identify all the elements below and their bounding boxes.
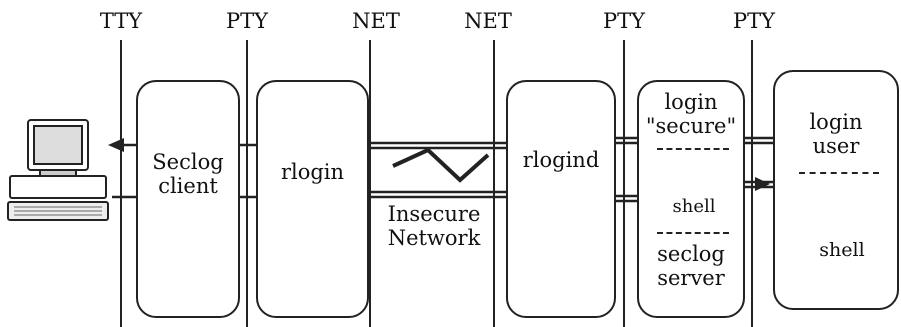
seclog-server-line-1: seclog	[657, 242, 725, 266]
network-label-line-1: Insecure	[387, 202, 481, 226]
rlogind-label: rlogind	[522, 148, 600, 172]
label-pty-3: PTY	[733, 9, 775, 33]
label-pty-2: PTY	[603, 9, 645, 33]
seclog-server-line-2: server	[657, 266, 725, 290]
secure-login-box: login "secure" shell seclog server	[637, 80, 745, 318]
rlogin-box: rlogin	[256, 80, 369, 318]
rlogin-label: rlogin	[280, 160, 345, 184]
secure-login-line-2: "secure"	[645, 114, 737, 138]
user-login-line-1: login	[809, 110, 863, 134]
seclog-client-line-2: client	[158, 174, 218, 198]
seclog-client-box: Seclog client	[136, 80, 240, 318]
label-net-2: NET	[464, 9, 512, 33]
computer-terminal-icon	[7, 119, 109, 221]
secure-login-line-1: login	[664, 90, 718, 114]
channel-lines	[112, 136, 775, 203]
secure-login-divider-1	[657, 148, 729, 150]
seclog-client-line-1: Seclog	[152, 150, 224, 174]
network-label-line-2: Network	[387, 226, 481, 250]
network-zigzag	[392, 147, 490, 183]
user-login-divider	[799, 172, 879, 174]
arrow-to-user-shell	[755, 177, 770, 191]
user-login-box: login user shell	[773, 70, 899, 310]
user-shell-label: shell	[819, 239, 865, 261]
label-pty-1: PTY	[226, 9, 268, 33]
user-login-line-2: user	[812, 134, 860, 158]
label-tty: TTY	[99, 9, 143, 33]
secure-login-divider-2	[657, 232, 729, 234]
rlogind-box: rlogind	[506, 80, 616, 318]
label-net-1: NET	[352, 9, 400, 33]
secure-shell-label: shell	[672, 196, 716, 217]
arrow-to-terminal	[108, 138, 124, 152]
